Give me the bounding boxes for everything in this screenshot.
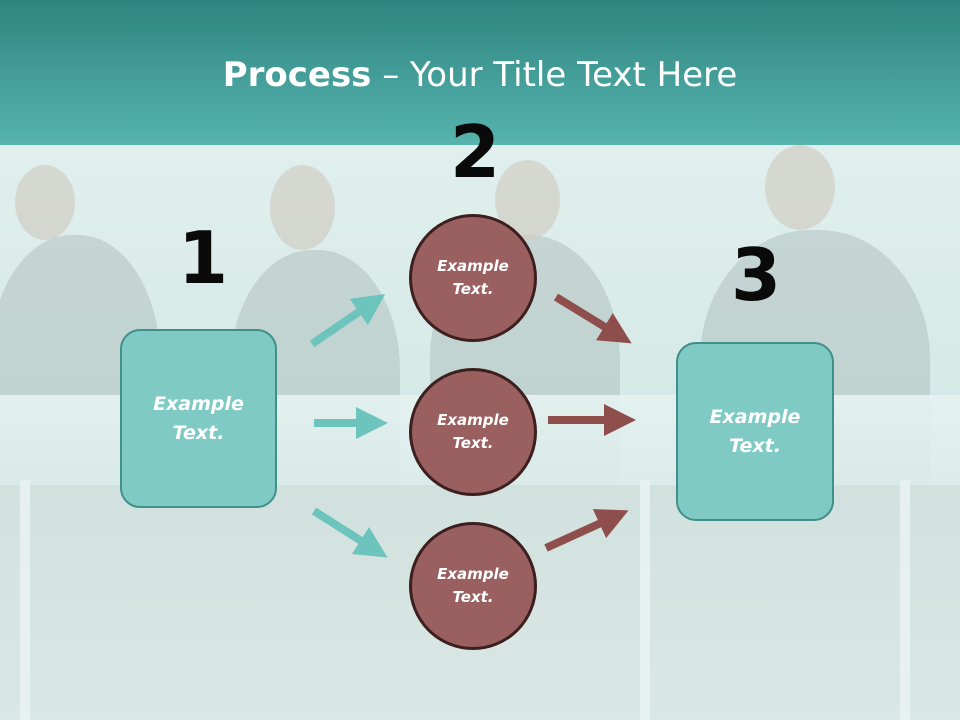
title-rest: – Your Title Text Here [371, 55, 738, 95]
left-step-box[interactable]: Example Text. [120, 329, 277, 508]
arrow-top-to-right [553, 293, 632, 344]
step-number-3: 3 [731, 233, 782, 317]
circle-bottom[interactable]: Example Text. [409, 522, 537, 650]
right-step-box[interactable]: Example Text. [676, 342, 834, 521]
slide-title: Process – Your Title Text Here [0, 52, 960, 98]
circle-top[interactable]: Example Text. [409, 214, 537, 342]
left-step-text: Example Text. [153, 392, 244, 444]
title-bar: Process – Your Title Text Here [0, 0, 960, 145]
arrow-left-to-top [309, 293, 386, 348]
circle-top-text: Example Text. [437, 257, 509, 298]
arrow-bottom-to-right [544, 509, 629, 552]
step-number-1: 1 [178, 216, 229, 300]
arrow-left-to-bottom [311, 507, 388, 558]
title-bold: Process [222, 55, 372, 95]
circle-middle[interactable]: Example Text. [409, 368, 537, 496]
right-step-text: Example Text. [709, 405, 801, 457]
circle-middle-text: Example Text. [437, 411, 509, 452]
step-number-2: 2 [450, 110, 501, 194]
circle-bottom-text: Example Text. [437, 565, 509, 606]
